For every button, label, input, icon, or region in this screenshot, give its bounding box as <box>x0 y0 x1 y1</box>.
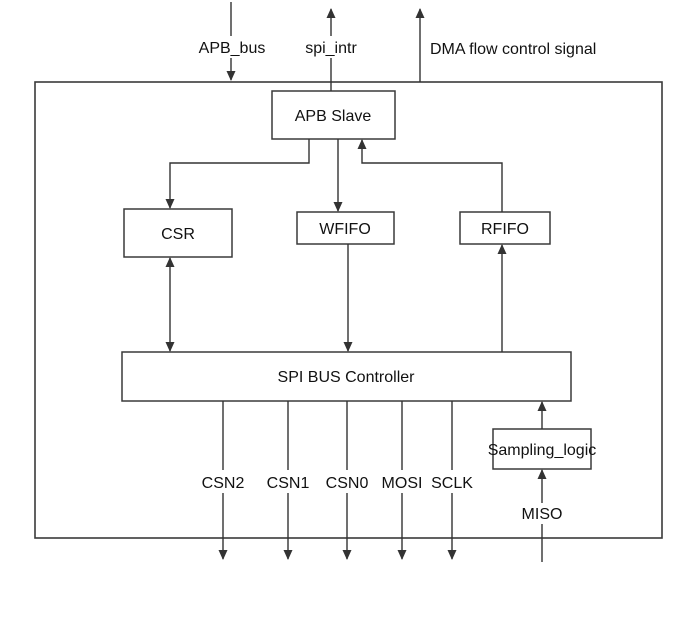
wfifo-box <box>296 211 395 245</box>
wfifo-block: WFIFO <box>296 211 395 245</box>
spi-intr-label-bg <box>304 36 358 58</box>
spi-intr-label: spi_intr <box>305 40 357 57</box>
sclk-signal: SCLK <box>428 470 476 493</box>
miso-label: MISO <box>522 506 563 523</box>
csn0-label: CSN0 <box>326 475 369 492</box>
miso-signal: MISO <box>519 503 565 524</box>
dma-flow-control-label: DMA flow control signal <box>430 41 596 58</box>
mosi-label: MOSI <box>382 475 423 492</box>
csn0-label-bg <box>322 470 372 493</box>
csn1-label: CSN1 <box>267 475 310 492</box>
apb-slave-label: APB Slave <box>295 108 372 125</box>
mosi-signal: MOSI <box>378 470 426 493</box>
spi-bus-controller-box <box>121 351 572 402</box>
miso-label-bg <box>519 503 565 524</box>
rfifo-to-apb-slave-arrow <box>357 139 503 212</box>
apb-bus-label-bg <box>198 36 266 58</box>
spi-intr-signal: spi_intr <box>304 36 358 58</box>
sampling-logic-block: Sampling_logic <box>488 428 597 470</box>
csr-box <box>123 208 233 258</box>
csn1-label-bg <box>263 470 313 493</box>
csn1-signal: CSN1 <box>263 470 313 493</box>
csn2-label-bg <box>198 470 248 493</box>
mosi-label-bg <box>378 470 426 493</box>
apb-slave-to-csr-arrow <box>165 139 310 209</box>
wfifo-label: WFIFO <box>319 221 371 238</box>
sampling-logic-label: Sampling_logic <box>488 442 597 459</box>
csr-block: CSR <box>123 208 233 258</box>
csn2-label: CSN2 <box>202 475 245 492</box>
apb-slave-box <box>271 90 396 140</box>
sclk-label: SCLK <box>431 475 473 492</box>
spi-bus-controller-block: SPI BUS Controller <box>121 351 572 402</box>
csn0-signal: CSN0 <box>322 470 372 493</box>
csr-label: CSR <box>161 226 195 243</box>
apb-bus-signal: APB_bus <box>198 36 266 58</box>
rfifo-block: RFIFO <box>459 211 551 245</box>
rfifo-label: RFIFO <box>481 221 529 238</box>
apb-bus-label: APB_bus <box>199 40 266 57</box>
spi-bus-controller-label: SPI BUS Controller <box>278 369 416 386</box>
sclk-label-bg <box>428 470 476 493</box>
apb-slave-block: APB Slave <box>271 90 396 140</box>
csn2-signal: CSN2 <box>198 470 248 493</box>
